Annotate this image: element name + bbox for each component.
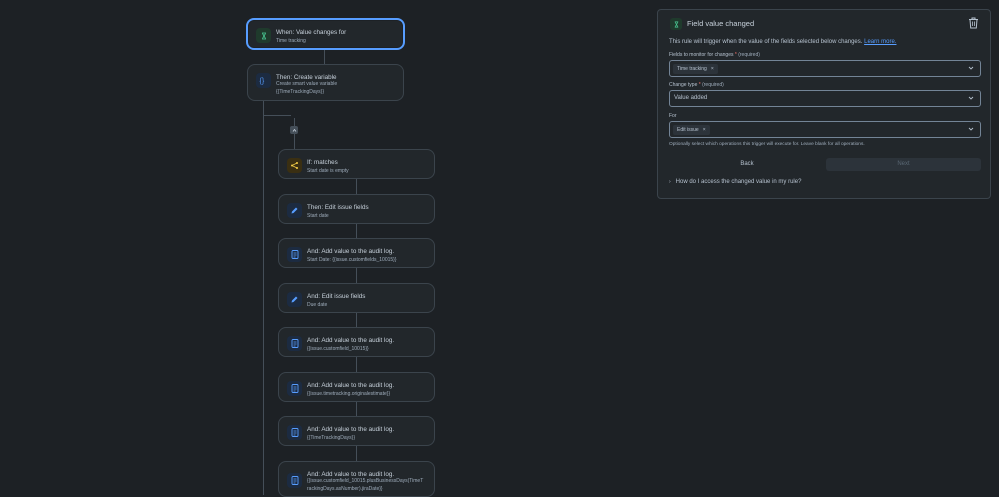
document-icon [287,473,302,488]
action-title: And: Add value to the audit log. [307,471,395,478]
trash-icon[interactable] [968,17,980,30]
for-tag: Edit issue × [673,125,710,135]
braces-icon: {} [256,73,271,88]
remove-tag-icon[interactable]: × [710,66,714,72]
required-text: (required) [738,52,760,58]
action-card-audit-2[interactable]: And: Add value to the audit log. {{issue… [278,327,435,357]
action-card-audit-5[interactable]: And: Add value to the audit log. {{issue… [278,461,435,497]
panel-description: This rule will trigger when the value of… [669,39,896,45]
required-text: (required) [702,82,724,88]
change-type-label: Change type * (required) [669,82,724,88]
svg-text:{}: {} [260,78,265,85]
operations-hint: Optionally select which operations this … [669,142,865,147]
panel-description-text: This rule will trigger when the value of… [669,39,863,45]
fields-select[interactable]: Time tracking × [669,60,981,77]
document-icon [287,336,302,351]
change-type-value: Value added [674,95,708,101]
fields-label: Fields to monitor for changes * (require… [669,52,760,58]
action-subtitle: {{issue.timetracking.originalestimate}} [307,391,391,397]
action-subtitle: {{issue.customfield_10015}} [307,346,369,352]
action-subtitle: {{issue.customfield_10015.plusBusinessDa… [307,478,423,493]
action-title: Then: Edit issue fields [307,204,369,211]
for-select[interactable]: Edit issue × [669,121,981,138]
fields-label-text: Fields to monitor for changes [669,52,734,58]
action-card-audit-4[interactable]: And: Add value to the audit log. {{TimeT… [278,416,435,446]
create-variable-line1: Create smart value variable [276,81,338,87]
action-card-edit-start[interactable]: Then: Edit issue fields Start date [278,194,435,224]
create-variable-card[interactable]: {} Then: Create variable Create smart va… [247,64,404,101]
condition-card[interactable]: If: matches Start date is empty [278,149,435,179]
action-title: And: Edit issue fields [307,293,366,300]
action-title: And: Add value to the audit log. [307,337,395,344]
connector-line [356,179,357,194]
connector-line [356,224,357,239]
branch-icon [287,158,302,173]
back-button[interactable]: Back [740,161,754,167]
trigger-config-panel: Field value changed This rule will trigg… [657,9,991,199]
action-card-audit-1[interactable]: And: Add value to the audit log. Start D… [278,238,435,268]
create-variable-title: Then: Create variable [276,74,337,81]
next-button[interactable]: Next [826,158,981,171]
document-icon [287,247,302,262]
hourglass-icon [256,28,271,43]
chevron-down-icon [968,96,974,100]
action-subtitle: Due date [307,302,328,308]
fields-tag: Time tracking × [673,64,718,74]
action-title: And: Add value to the audit log. [307,382,395,389]
hourglass-icon [670,18,682,30]
trigger-card[interactable]: When: Value changes for Time tracking [246,18,405,50]
connector-line [294,118,295,126]
action-title: And: Add value to the audit log. [307,426,395,433]
action-card-edit-due[interactable]: And: Edit issue fields Due date [278,283,435,313]
action-card-audit-3[interactable]: And: Add value to the audit log. {{issue… [278,372,435,402]
panel-title: Field value changed [687,19,755,28]
document-icon [287,425,302,440]
document-icon [287,381,302,396]
chevron-down-icon [968,127,974,131]
connector-line [356,402,357,417]
connector-line [324,50,325,64]
for-tag-label: Edit issue [677,127,699,133]
connector-line [294,134,295,150]
connector-line [356,313,357,328]
collapse-branch-button[interactable] [290,126,298,134]
required-star: * [734,52,737,58]
connector-line [356,446,357,461]
faq-text: How do I access the changed value in my … [675,179,802,185]
faq-expander[interactable]: › How do I access the changed value in my… [669,179,801,185]
connector-line [356,357,357,372]
trigger-subtitle: Time tracking [276,38,306,44]
create-variable-line2: {{TimeTrackingDays}} [276,88,324,95]
condition-title: If: matches [307,159,338,166]
learn-more-link[interactable]: Learn more. [864,39,897,45]
pencil-icon [287,292,302,307]
create-variable-desc: Create smart value variable {{TimeTracki… [276,81,337,96]
chevron-right-icon: › [669,179,671,185]
condition-subtitle: Start date is empty [307,168,349,174]
trigger-title: When: Value changes for [276,29,347,36]
action-subtitle-line2: rackingDays.asNumber).jiraDate}} [307,485,383,492]
required-star: * [698,82,701,88]
connector-line [263,100,264,495]
action-subtitle: Start date [307,213,329,219]
for-label: For [669,113,677,119]
chevron-down-icon [968,66,974,70]
action-subtitle: Start Date: {{issue.customfields_10015}} [307,257,397,263]
action-title: And: Add value to the audit log. [307,248,395,255]
connector-line [356,268,357,283]
pencil-icon [287,203,302,218]
action-subtitle: {{TimeTrackingDays}} [307,435,355,441]
change-type-label-text: Change type [669,82,698,88]
remove-tag-icon[interactable]: × [702,127,706,133]
action-subtitle-line1: {{issue.customfield_10015.plusBusinessDa… [307,478,424,484]
connector-line [263,115,291,116]
fields-tag-label: Time tracking [677,66,707,72]
change-type-select[interactable]: Value added [669,90,981,107]
